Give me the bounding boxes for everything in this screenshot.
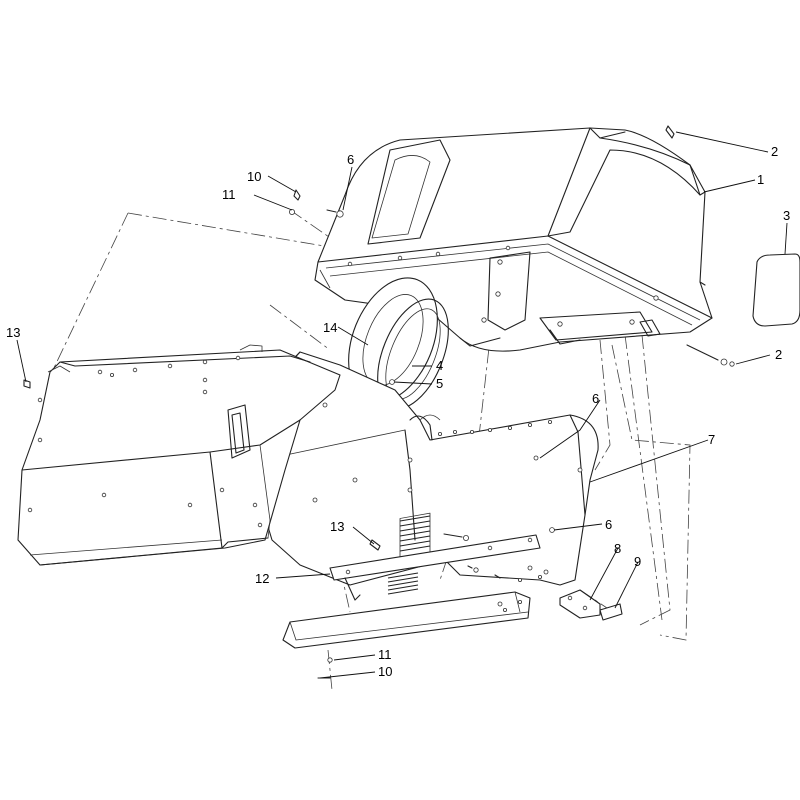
upper-vent-grille: [399, 512, 431, 559]
callouts: 2 1 3 2 6 10 11 13 14 4 5 6 7 6 13 12 8 …: [6, 144, 790, 679]
callout-6-low: 6: [605, 517, 612, 532]
callout-12: 12: [255, 571, 269, 586]
bracket-8: [559, 589, 601, 619]
callout-2-mid: 2: [775, 347, 782, 362]
callout-5: 5: [436, 376, 443, 391]
callout-10-bottom: 10: [378, 664, 392, 679]
discharge-chute: [254, 351, 599, 586]
callout-11-bottom: 11: [378, 647, 392, 662]
callout-9: 9: [634, 554, 641, 569]
callout-10-top: 10: [247, 169, 261, 184]
callout-11-top: 11: [222, 187, 236, 202]
callout-4: 4: [436, 358, 443, 373]
plate-9: [599, 603, 623, 621]
callout-6-top: 6: [347, 152, 354, 167]
callout-13-mid: 13: [330, 519, 344, 534]
callout-13-left: 13: [6, 325, 20, 340]
callout-6-mid: 6: [592, 391, 599, 406]
callout-2-top: 2: [771, 144, 778, 159]
callout-3: 3: [783, 208, 790, 223]
callout-8: 8: [614, 541, 621, 556]
hopper-box: [17, 344, 341, 566]
lower-vent-grille: [387, 572, 419, 595]
callout-1: 1: [757, 172, 764, 187]
decal-3: [752, 253, 800, 327]
callout-14: 14: [323, 320, 337, 335]
lower-bracket: [282, 534, 541, 649]
callout-7: 7: [708, 432, 715, 447]
fasteners: [23, 125, 735, 679]
leader-lines: [16, 131, 788, 679]
